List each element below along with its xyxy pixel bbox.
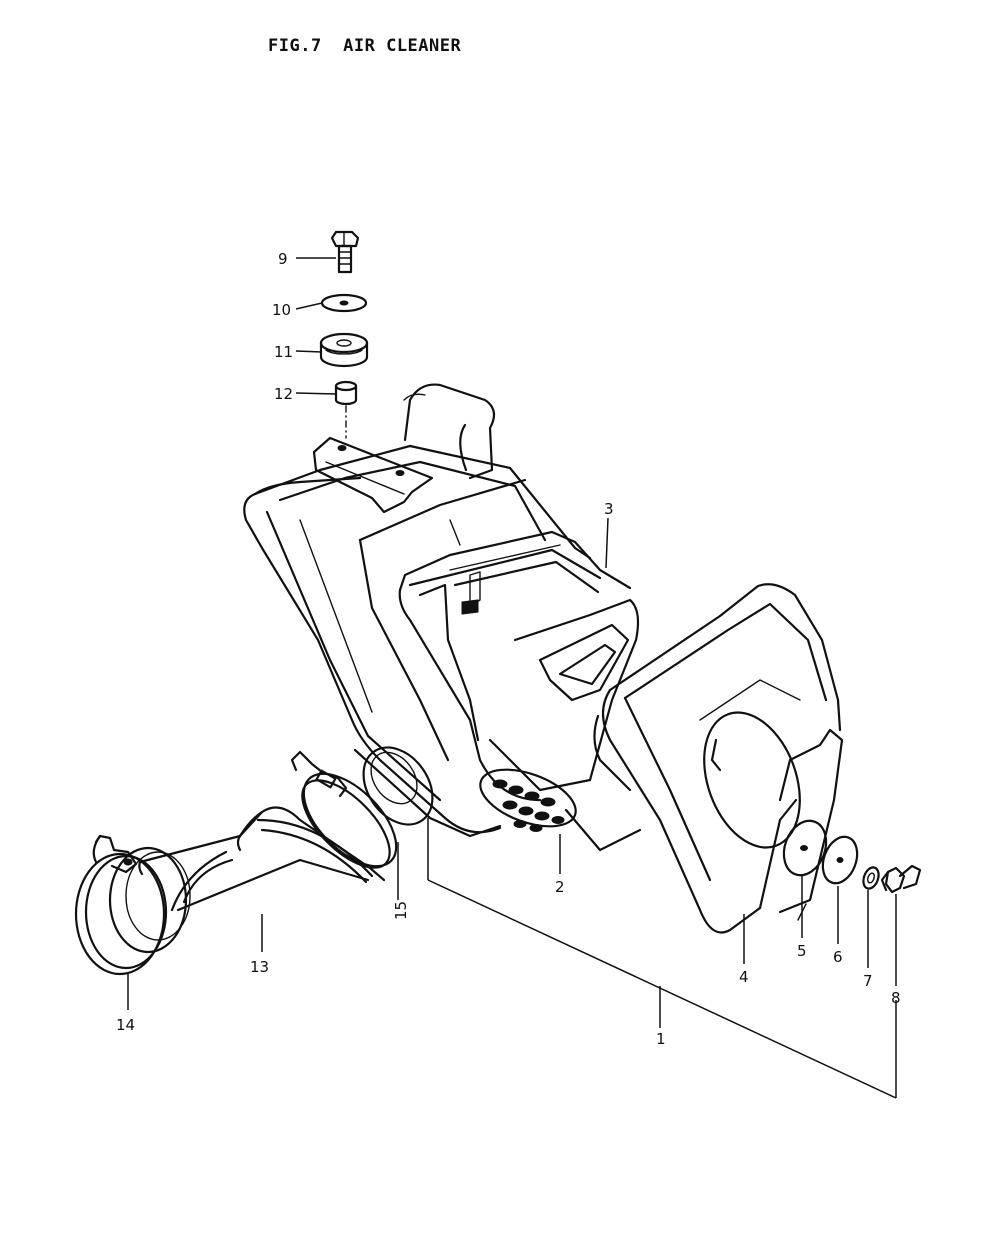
washer-part-10 — [320, 293, 368, 313]
callout-11: 11 — [274, 343, 293, 361]
callout-9: 9 — [278, 250, 288, 268]
callout-1: 1 — [656, 1030, 666, 1048]
clamp-part-15 — [290, 750, 398, 869]
clamp-part-14 — [74, 834, 191, 976]
callout-12: 12 — [274, 385, 293, 403]
air-cleaner-case-part-1 — [243, 383, 592, 838]
spacer-part-12 — [334, 380, 358, 406]
callout-8: 8 — [891, 989, 901, 1007]
callout-6: 6 — [833, 948, 843, 966]
callout-14: 14 — [116, 1016, 135, 1034]
callout-13: 13 — [250, 958, 269, 976]
callout-2: 2 — [555, 878, 565, 896]
callout-5: 5 — [797, 942, 807, 960]
leader-lines — [127, 257, 897, 1099]
bolt-part-9 — [330, 230, 360, 274]
element-holder-part-2 — [479, 768, 642, 852]
callout-15: 15 — [392, 901, 410, 920]
callout-7: 7 — [863, 972, 873, 990]
callout-3: 3 — [604, 500, 614, 518]
wing-nut-part-8 — [880, 864, 922, 894]
lock-washer-part-7 — [862, 866, 880, 890]
filter-element-part-3 — [398, 530, 640, 802]
figure-title: FIG.7 AIR CLEANER — [268, 36, 462, 56]
grommet-part-11 — [319, 332, 369, 368]
washer-part-6 — [821, 835, 859, 885]
callout-labels: 9 10 11 12 3 2 4 5 6 7 8 13 15 14 1 — [116, 250, 901, 1048]
seal-part-5 — [782, 819, 828, 877]
callout-10: 10 — [272, 301, 291, 319]
callout-4: 4 — [739, 968, 749, 986]
cover-part-4 — [601, 583, 844, 934]
